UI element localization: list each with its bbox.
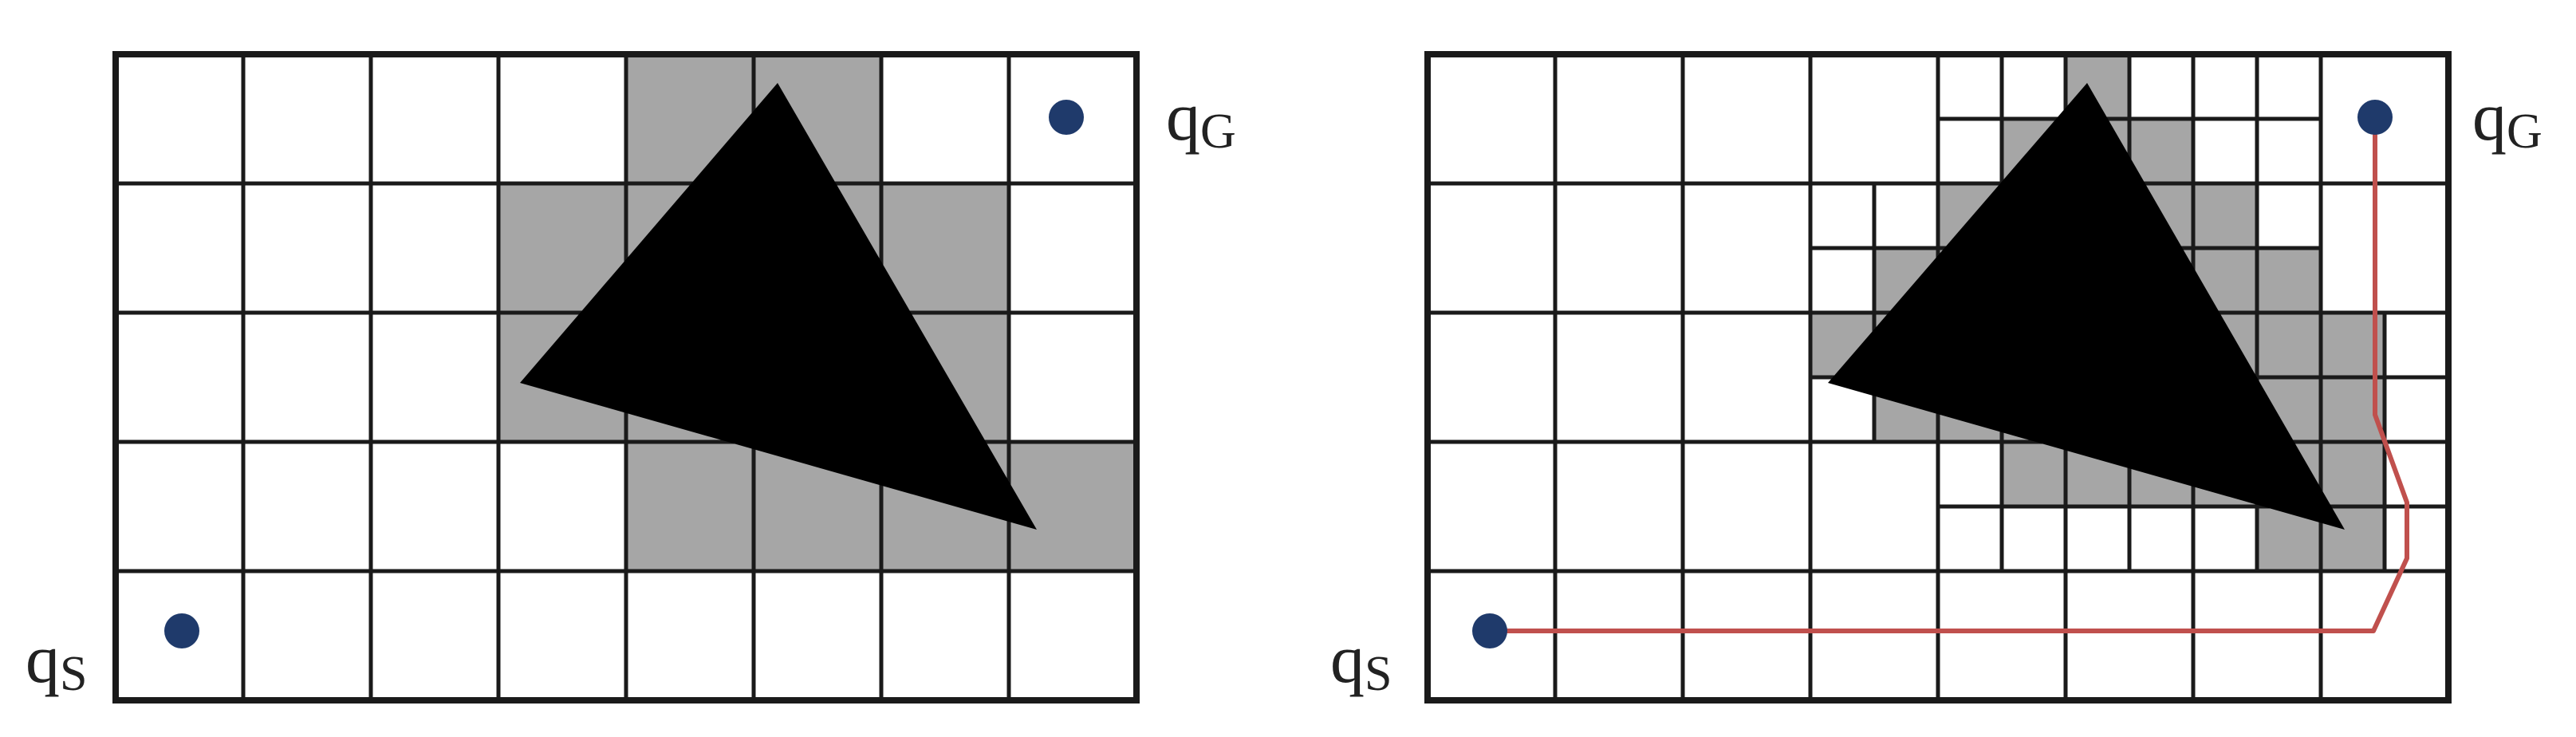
free-cell <box>241 52 373 186</box>
occupied-subcell <box>2255 246 2323 315</box>
free-cell <box>2063 569 2196 703</box>
free-subcell <box>2191 52 2259 121</box>
free-subcell <box>1936 52 2004 121</box>
goal-point <box>1049 100 1084 135</box>
free-cell <box>2318 181 2451 315</box>
free-subcell <box>2191 116 2259 186</box>
goal-point <box>2357 100 2393 135</box>
adaptive-grid-border <box>1424 51 2452 704</box>
free-cell <box>496 569 628 703</box>
free-cell <box>751 569 884 703</box>
free-subcell <box>2063 504 2132 573</box>
start-label: qS <box>1330 621 1392 701</box>
free-subcell <box>2191 504 2259 573</box>
occupied-cell <box>624 439 756 573</box>
free-cell <box>1808 439 1940 573</box>
occupied-cell <box>1006 439 1139 573</box>
free-cell <box>113 181 246 315</box>
free-cell <box>1553 569 1685 703</box>
free-cell <box>624 569 756 703</box>
start-label: qS <box>26 621 87 701</box>
free-cell <box>1680 310 1813 444</box>
free-cell <box>241 181 373 315</box>
free-subcell <box>1936 439 2004 509</box>
free-cell <box>2191 569 2323 703</box>
free-subcell <box>2255 181 2323 250</box>
free-cell <box>368 569 501 703</box>
occupied-subcell <box>2191 181 2259 250</box>
free-cell <box>2318 569 2451 703</box>
free-cell <box>1553 181 1685 315</box>
free-subcell <box>1936 504 2004 573</box>
free-cell <box>368 310 501 444</box>
occupied-subcell <box>1999 439 2068 509</box>
free-cell <box>1680 52 1813 186</box>
uniform-grid-panel: qG qS <box>26 51 1236 704</box>
planned-path <box>1490 117 2409 633</box>
goal-label: qG <box>2472 78 2543 159</box>
free-cell <box>1006 181 1139 315</box>
free-cell <box>1680 439 1813 573</box>
uniform-grid-border <box>112 51 1140 704</box>
free-cell <box>1680 569 1813 703</box>
free-cell <box>113 52 246 186</box>
free-cell <box>1425 181 1558 315</box>
free-cell <box>1425 310 1558 444</box>
free-cell <box>241 569 373 703</box>
free-subcell <box>2127 504 2196 573</box>
free-cell <box>368 439 501 573</box>
free-subcell <box>2127 52 2196 121</box>
free-cell <box>496 52 628 186</box>
free-subcell <box>2255 116 2323 186</box>
free-cell <box>1006 569 1139 703</box>
free-subcell <box>1936 116 2004 186</box>
start-point <box>164 613 199 648</box>
obstacle-triangle <box>520 83 1037 530</box>
free-subcell <box>1999 52 2068 121</box>
free-cell <box>1006 310 1139 444</box>
free-subcell <box>1999 504 2068 573</box>
free-subcell <box>1808 246 1877 315</box>
free-subcell <box>2382 310 2451 380</box>
free-cell <box>368 181 501 315</box>
free-cell <box>1553 310 1685 444</box>
free-cell <box>241 310 373 444</box>
free-cell <box>1425 52 1558 186</box>
occupied-subcell <box>2255 310 2323 380</box>
free-subcell <box>2382 504 2451 573</box>
free-subcell <box>1808 181 1877 250</box>
free-subcell <box>1872 181 1940 250</box>
free-cell <box>1680 181 1813 315</box>
free-cell <box>1006 52 1139 186</box>
free-cell <box>496 439 628 573</box>
start-point <box>1472 613 1507 648</box>
occupied-cell <box>879 181 1011 315</box>
free-cell <box>113 310 246 444</box>
free-subcell <box>2382 375 2451 444</box>
free-cell <box>1808 569 1940 703</box>
free-cell <box>1553 52 1685 186</box>
free-cell <box>1425 439 1558 573</box>
free-cell <box>1808 52 1940 186</box>
free-cell <box>879 569 1011 703</box>
free-cell <box>113 439 246 573</box>
free-subcell <box>2255 52 2323 121</box>
free-cell <box>368 52 501 186</box>
free-cell <box>1553 439 1685 573</box>
obstacle-triangle <box>1828 83 2345 530</box>
occupied-subcell <box>2318 439 2387 509</box>
free-cell <box>241 439 373 573</box>
adaptive-grid-panel: qG qS <box>1330 51 2543 704</box>
goal-label: qG <box>1166 78 1236 159</box>
free-cell <box>879 52 1011 186</box>
free-cell <box>1936 569 2068 703</box>
